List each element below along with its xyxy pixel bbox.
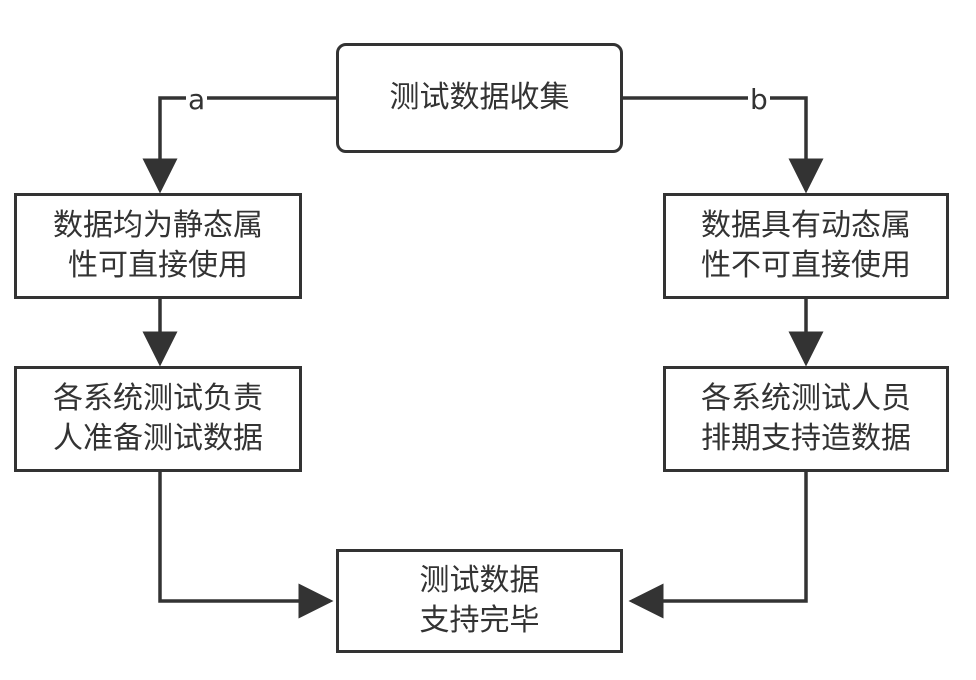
node-testers-schedule-data: 各系统测试人员 排期支持造数据 (663, 366, 949, 472)
node-label-line: 数据具有动态属 (701, 208, 911, 243)
node-label-line: 人准备测试数据 (53, 421, 263, 456)
node-label-line: 测试数据收集 (389, 80, 570, 115)
node-label-line: 性可直接使用 (68, 248, 248, 283)
node-label-line: 性不可直接使用 (701, 248, 911, 283)
edge-label-a: a (186, 83, 208, 116)
node-label-line: 支持完毕 (419, 603, 540, 638)
node-test-data-collection: 测试数据收集 (336, 43, 623, 153)
node-owners-prepare-data: 各系统测试负责 人准备测试数据 (14, 366, 302, 472)
edge-label-b: b (748, 83, 770, 116)
node-label-line: 各系统测试人员 (701, 381, 911, 416)
edge-left2-to-end (158, 472, 334, 619)
node-label-line: 数据均为静态属 (53, 208, 263, 243)
node-label-line: 排期支持造数据 (701, 421, 911, 456)
node-static-data: 数据均为静态属 性可直接使用 (14, 193, 302, 299)
edge-b-connector (623, 96, 824, 194)
node-label-line: 各系统测试负责 (53, 381, 263, 416)
node-dynamic-data: 数据具有动态属 性不可直接使用 (663, 193, 949, 299)
edge-a-connector (142, 96, 336, 194)
node-test-data-complete: 测试数据 支持完毕 (336, 549, 623, 653)
edge-right2-to-end (628, 472, 808, 619)
node-label-line: 测试数据 (419, 563, 540, 598)
